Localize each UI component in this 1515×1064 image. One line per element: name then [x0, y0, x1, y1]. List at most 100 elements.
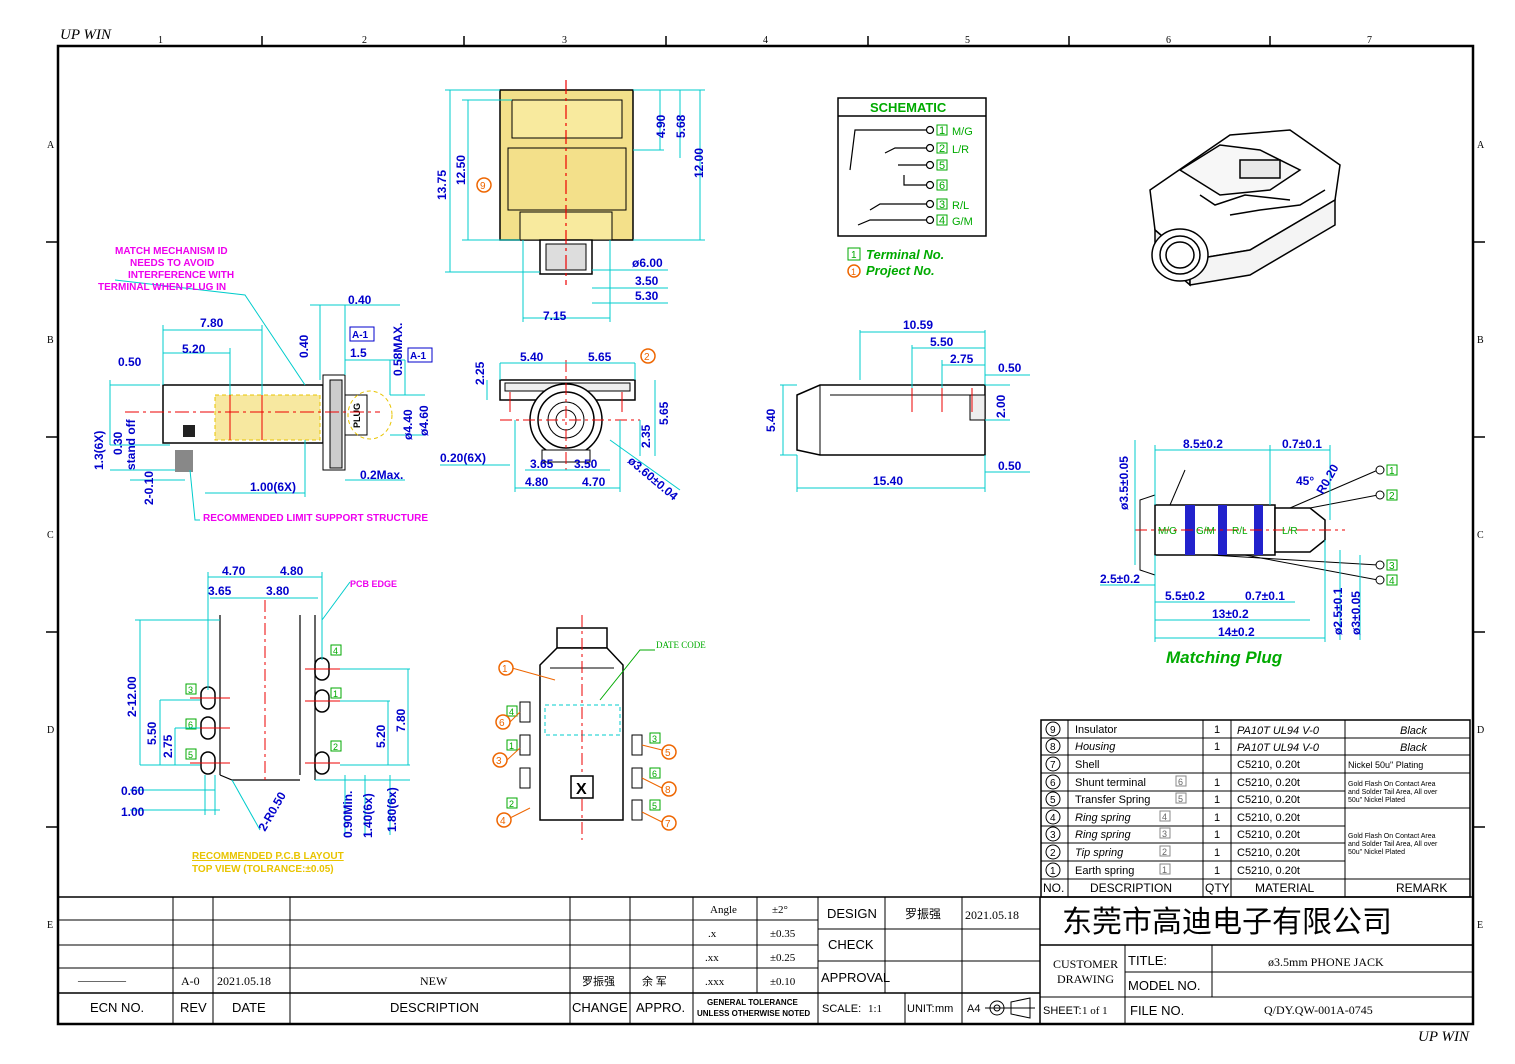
callout-8: 8: [665, 785, 671, 796]
grid-col-2: 2: [362, 35, 367, 46]
plug-label: PLUG: [352, 403, 362, 428]
bom-table: 9 Insulator 1 PA10T UL94 V-0 Black 8 Hou…: [1040, 719, 1471, 898]
scale-value: 1:1: [868, 1003, 882, 1015]
tol-xxx-val: ±0.10: [770, 976, 796, 988]
pcb-dim-4-70: 4.70: [222, 564, 246, 578]
dim-front-12-50: 12.50: [454, 155, 468, 185]
bom-header-desc: DESCRIPTION: [1090, 881, 1172, 895]
bottom-view: X 4 1 2 3 6 5 DATE CODE: [492, 615, 706, 840]
bom-mat-1: C5210, 0.20t: [1237, 865, 1300, 877]
paper-size: A4: [967, 1003, 980, 1015]
bom-no-5: 5: [1050, 795, 1056, 806]
pcb-caption-2: TOP VIEW (TOLRANCE:±0.05): [192, 864, 334, 875]
pcb-dim-4-80: 4.80: [280, 564, 304, 578]
dim-front-12-00: 12.00: [692, 148, 706, 178]
dim-face-dia-3-60: ø3.60±0.04: [625, 454, 681, 504]
dim-r-0-50-bot: 0.50: [998, 459, 1022, 473]
bom-desc-3: Ring spring: [1075, 829, 1132, 841]
bom-qty-9: 1: [1214, 724, 1220, 736]
bom-no-9: 9: [1050, 725, 1056, 736]
bom-mat-8: PA10T UL94 V-0: [1237, 742, 1320, 754]
dim-5-20: 5.20: [182, 342, 206, 356]
grid-row-e: E: [47, 920, 53, 931]
pcb-dim-5-50: 5.50: [145, 721, 159, 745]
bom-row-3: 3 Ring spring 3 1 C5210, 0.20t: [1045, 826, 1300, 842]
bom-remark1-line1: Gold Flash On Contact Area: [1348, 781, 1436, 788]
dim-r-5-40: 5.40: [764, 408, 778, 432]
bom-desc-4: Ring spring: [1075, 812, 1132, 824]
plug-caption: Matching Plug: [1166, 648, 1283, 667]
bom-row-2: 2 Tip spring 2 1 C5210, 0.20t: [1045, 844, 1300, 860]
bom-pin-1: 1: [1162, 865, 1167, 875]
callout-2: 2: [644, 352, 650, 363]
callout-5: 5: [665, 748, 671, 759]
bom-qty-2: 1: [1214, 847, 1220, 859]
check-label: CHECK: [828, 937, 874, 952]
unit-value: mm: [935, 1003, 953, 1015]
plug-dim-13: 13±0.2: [1212, 607, 1249, 621]
bottom-pin-3: 3: [652, 734, 657, 744]
dim-face-3-50: 3.50: [574, 457, 598, 471]
drawing-title: ø3.5mm PHONE JACK: [1268, 955, 1384, 969]
grid-col-7: 7: [1367, 35, 1372, 46]
dim-dia-4-40: ø4.40: [401, 409, 415, 440]
pcb-dim-5-20: 5.20: [374, 724, 388, 748]
bottom-pin-5: 5: [652, 801, 657, 811]
plug-dim-0-7-bot: 0.7±0.1: [1245, 589, 1285, 603]
tol-angle-val: ±2°: [772, 904, 788, 916]
note-support: RECOMMENDED LIMIT SUPPORT STRUCTURE: [203, 513, 428, 524]
bom-desc-9: Insulator: [1075, 724, 1118, 736]
schem-pin6-num: 6: [939, 180, 945, 192]
plug-dim-14: 14±0.2: [1218, 625, 1255, 639]
grid-col-5: 5: [965, 35, 970, 46]
grid-row-c: C: [47, 530, 54, 541]
rev-ecn: ————: [77, 973, 127, 987]
dim-1-5: 1.5: [350, 346, 367, 360]
dim-front-3-50: 3.50: [635, 274, 659, 288]
bom-desc-8: Housing: [1075, 741, 1116, 753]
bom-row-7: 7 Shell C5210, 0.20t Nickel 50u" Plating: [1045, 756, 1423, 772]
customer-label-2: DRAWING: [1057, 972, 1114, 986]
dim-face-5-40: 5.40: [520, 350, 544, 364]
bom-qty-4: 1: [1214, 812, 1220, 824]
sheet-border: [56, 44, 1475, 1026]
dim-face-2-25: 2.25: [473, 361, 487, 385]
side-view-right: 10.59 5.50 2.75 0.50 5.40 2.00 0.50 15.4…: [764, 318, 1030, 492]
bom-no-4: 4: [1050, 813, 1056, 824]
bom-desc-7: Shell: [1075, 759, 1099, 771]
pcb-edge: PCB EDGE: [350, 579, 397, 589]
bom-rem-8: Black: [1400, 742, 1427, 754]
bom-mat-4: C5210, 0.20t: [1237, 812, 1300, 824]
pcb-dim-2-75: 2.75: [161, 734, 175, 758]
bom-desc-6: Shunt terminal: [1075, 777, 1146, 789]
grid-row-d-right: D: [1477, 725, 1484, 736]
bom-pin-6: 6: [1178, 777, 1183, 787]
schematic-title: SCHEMATIC: [870, 100, 947, 115]
bom-mat-2: C5210, 0.20t: [1237, 847, 1300, 859]
grid-col-1: 1: [158, 35, 163, 46]
matching-plug: M/G G/M R/L L/R 1 2 3 4: [1100, 437, 1398, 667]
model-label: MODEL NO.: [1128, 978, 1200, 993]
note-line-1: MATCH MECHANISM ID: [115, 246, 228, 257]
bom-row-6: 6 Shunt terminal 6 1 C5210, 0.20t: [1045, 774, 1300, 790]
pcb-dim-3-65: 3.65: [208, 584, 232, 598]
scale-label: SCALE:: [822, 1003, 861, 1015]
dim-r-2-00: 2.00: [994, 394, 1008, 418]
plug-dim-2-5: 2.5±0.2: [1100, 572, 1140, 586]
plug-dim-8-5: 8.5±0.2: [1183, 437, 1223, 451]
bom-remark1-line2: and Solder Tail Area, All over: [1348, 789, 1438, 796]
header-appro: APPRO.: [636, 1000, 685, 1015]
note-line-2: NEEDS TO AVOID: [130, 258, 214, 269]
grid-ticks: [46, 36, 1485, 828]
date-code-mark: X: [576, 781, 587, 798]
bom-header-qty: QTY: [1205, 881, 1230, 895]
plug-pin-1: 1: [1389, 466, 1395, 477]
dim-face-0-20-6x: 0.20(6X): [440, 451, 486, 465]
grid-row-a-right: A: [1477, 140, 1485, 151]
bom-pin-3: 3: [1162, 829, 1167, 839]
callout-9: 9: [480, 181, 486, 192]
pcb-pin-6: 6: [188, 720, 193, 730]
dim-r-0-50-top: 0.50: [998, 361, 1022, 375]
pcb-caption-1: RECOMMENDED P.C.B LAYOUT: [192, 851, 344, 862]
dim-standoff: stand off: [124, 418, 138, 470]
